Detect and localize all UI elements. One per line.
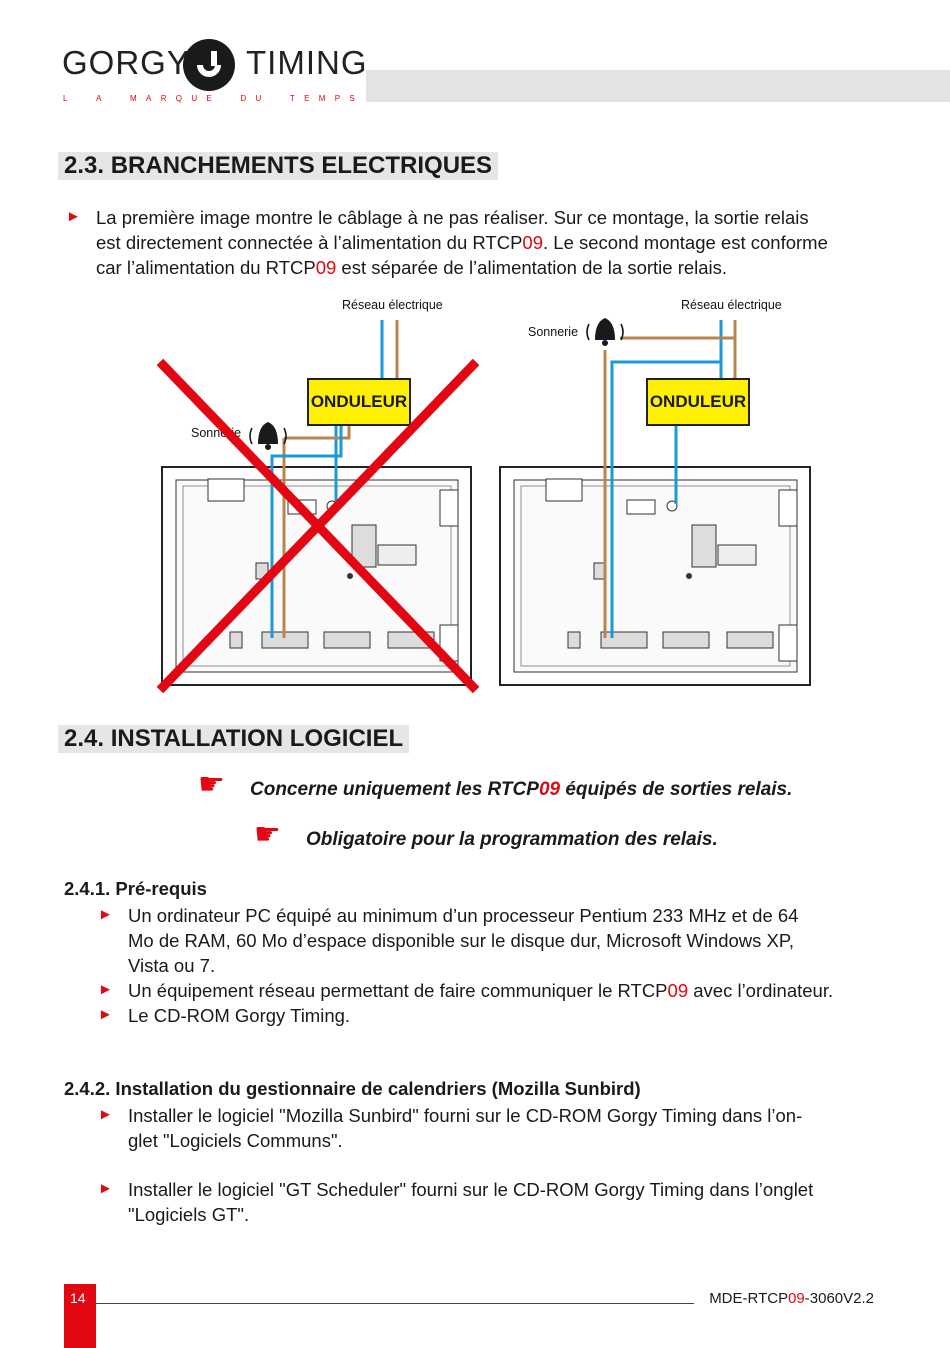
- bullet-arrow-icon: ►: [66, 208, 81, 225]
- logo-tagline: L A M A R Q U E D U T E M P S: [63, 94, 355, 103]
- panel-right: [499, 466, 811, 686]
- wires-right: [603, 320, 737, 638]
- section-title-2-3: 2.3. BRANCHEMENTS ELECTRIQUES: [58, 152, 499, 180]
- wiring-diagram: [156, 318, 811, 694]
- document-reference: MDE-RTCP09-3060V2.2: [709, 1290, 874, 1307]
- logo-text-left: GORGY: [62, 44, 190, 81]
- install-item-sunbird: Installer le logiciel "Mozilla Sunbird" …: [128, 1105, 803, 1151]
- header-bar: [366, 70, 950, 102]
- mains-label-right: Réseau électrique: [681, 298, 782, 312]
- bell-icon: [249, 422, 287, 450]
- pointing-hand-icon: ☛: [254, 818, 281, 851]
- footer-divider: [96, 1303, 694, 1304]
- bullet-arrow-icon: ►: [98, 1106, 113, 1123]
- note-relays-only: Concerne uniquement les RTCP09 équipés d…: [250, 779, 793, 800]
- bullet-arrow-icon: ►: [98, 981, 113, 998]
- bullet-arrow-icon: ►: [98, 906, 113, 923]
- ups-box-right: ONDULEUR: [646, 378, 750, 426]
- pointing-hand-icon: ☛: [198, 768, 225, 801]
- subsection-title-2-4-2: 2.4.2. Installation du gestionnaire de c…: [64, 1078, 641, 1099]
- bell-icon: [586, 318, 624, 346]
- logo-icon: [183, 39, 235, 91]
- section-2-3-paragraph: La première image montre le câblage à ne…: [96, 207, 828, 278]
- bullet-arrow-icon: ►: [98, 1006, 113, 1023]
- bullet-arrow-icon: ►: [98, 1180, 113, 1197]
- page-number: 14: [70, 1290, 86, 1306]
- logo-text-right: TIMING: [246, 44, 368, 81]
- prereq-item-cdrom: Le CD-ROM Gorgy Timing.: [128, 1005, 351, 1026]
- mains-label-left: Réseau électrique: [342, 298, 443, 312]
- footer-page-tab: [64, 1284, 96, 1348]
- prereq-item-network: Un équipement réseau permettant de faire…: [128, 980, 834, 1001]
- prereq-item-pc: Un ordinateur PC équipé au minimum d’un …: [128, 905, 799, 976]
- ups-box-left: ONDULEUR: [307, 378, 411, 426]
- bell-label-right: Sonnerie: [528, 325, 579, 339]
- subsection-title-2-4-1: 2.4.1. Pré-requis: [64, 878, 207, 899]
- panel-left: [161, 466, 472, 686]
- install-item-gt-scheduler: Installer le logiciel "GT Scheduler" fou…: [128, 1179, 814, 1225]
- section-title-2-4: 2.4. INSTALLATION LOGICIEL: [58, 725, 410, 753]
- note-mandatory: Obligatoire pour la programmation des re…: [306, 829, 718, 850]
- bell-label-left: Sonnerie: [191, 426, 242, 440]
